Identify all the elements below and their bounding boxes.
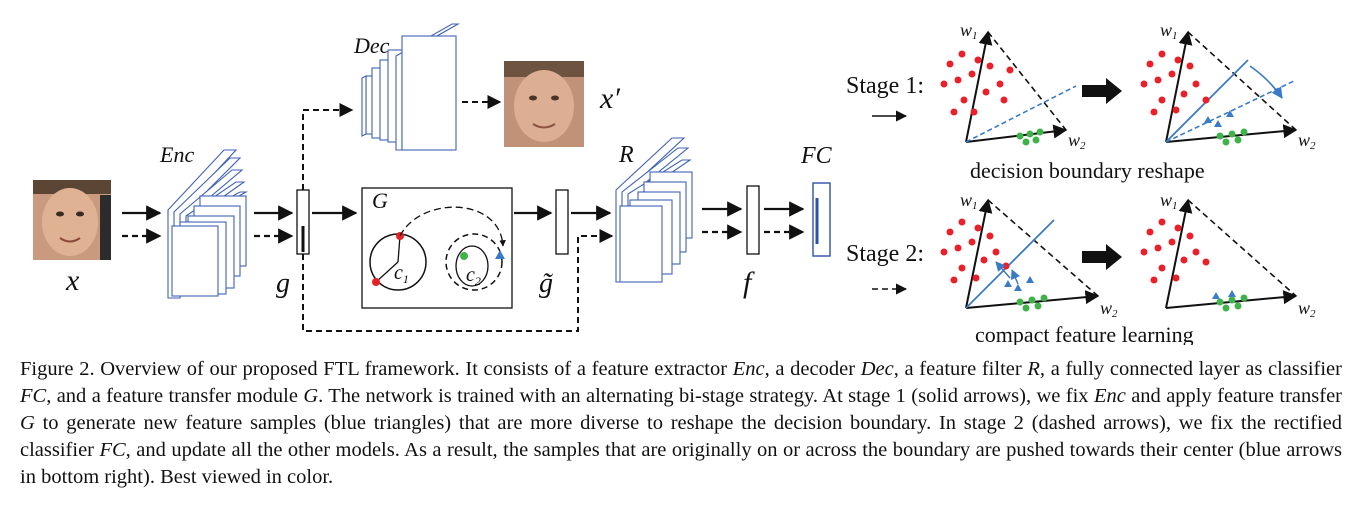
svg-text:w2: w2 [1100,298,1118,320]
encoder-block [167,149,249,299]
c1-label: c1 [394,262,409,286]
figure-caption: Figure 2. Overview of our proposed FTL f… [20,358,1343,488]
fc-label: FC [800,143,833,169]
enc-label: Enc [159,142,194,167]
svg-text:w1: w1 [960,190,978,212]
decoder-block [361,23,461,151]
svg-text:w2: w2 [1068,130,1086,152]
svg-text:w2: w2 [1298,130,1316,152]
recon-label: x′ [599,82,620,115]
stage2-label: Stage 2: [846,241,924,267]
transfer-arc-arrow [399,206,506,247]
reconstructed-face-image [504,61,584,147]
svg-text:w1: w1 [960,20,978,42]
gtilde-feature-vector [555,189,569,255]
svg-text:w2: w2 [1298,298,1316,320]
stage2-transition-arrow [1082,244,1122,270]
stage2-before-panel: w1 w2 [940,190,1118,320]
stage1-caption: decision boundary reshape [970,158,1205,183]
stage1-label: Stage 1: [846,73,924,99]
ftl-framework-diagram: x Enc g Dec [33,20,1316,345]
stage2-after-panel: w1 w2 [1140,190,1316,320]
c2-label: c2 [466,264,481,288]
class2-circle [445,233,503,291]
input-face-image [33,180,111,260]
stage2-caption: compact feature learning [975,322,1194,345]
f-feature-vector [746,185,760,255]
f-label: f [743,266,755,299]
stage1-transition-arrow [1082,78,1122,104]
dec-label: Dec [353,33,390,58]
arrow-g-r-bypass-dashed [302,229,614,332]
stage1-before-panel: w1 w2 [940,20,1086,152]
stage1-after-panel: w1 w2 [1140,20,1316,152]
input-label: x [65,264,80,297]
svg-text:w1: w1 [1160,20,1178,42]
transfer-label: G [372,188,388,213]
svg-text:w1: w1 [1160,190,1178,212]
filter-block [615,137,693,283]
r-label: R [618,142,634,168]
gtilde-label: g̃ [539,268,554,299]
arrow-g-dec-dashed [302,103,354,190]
g-label: g [276,268,290,299]
